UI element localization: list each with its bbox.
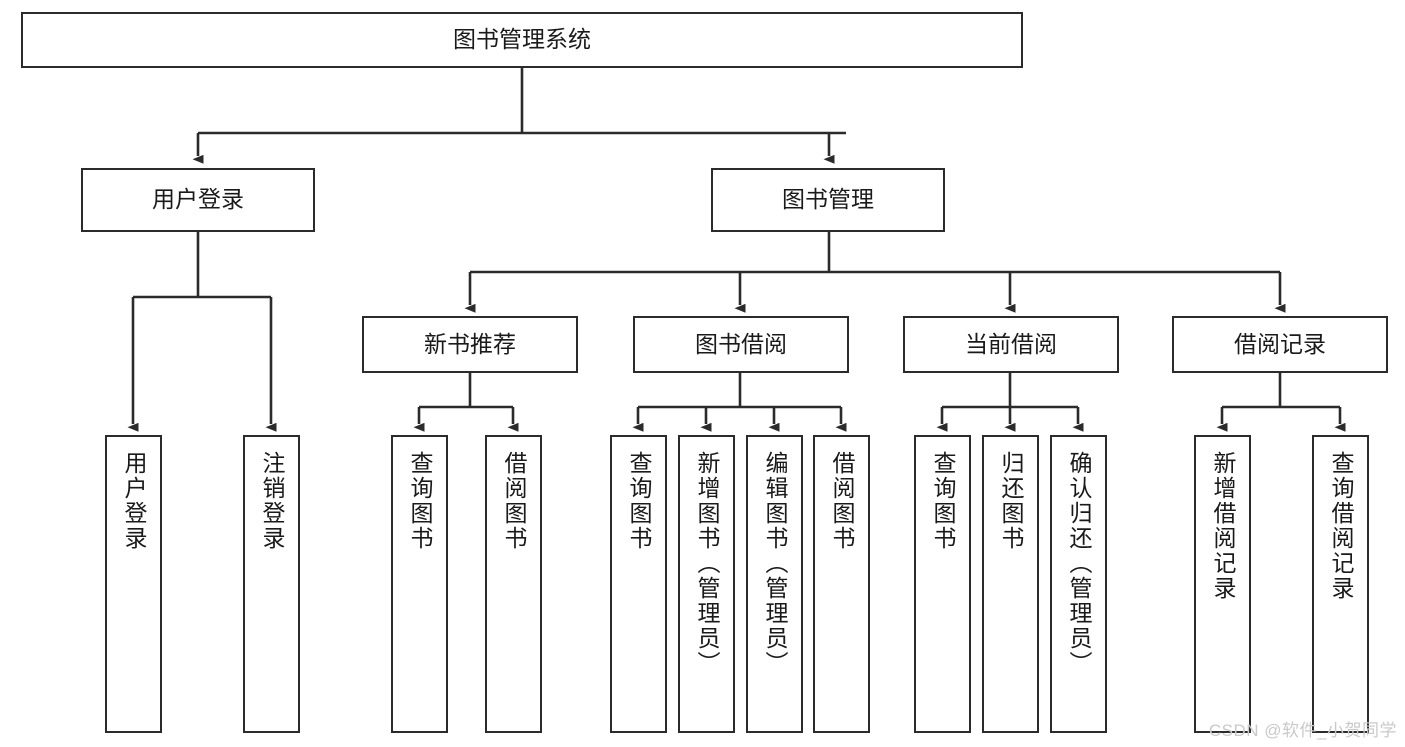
node-label: 新增借阅记录 <box>1210 451 1236 601</box>
node-label: 新增图书（管理员） <box>694 451 720 676</box>
leaf-current-borrow-query[interactable]: 查询图书 <box>914 435 971 733</box>
node-label: 查询图书 <box>626 451 652 551</box>
node-root-book-management-system[interactable]: 图书管理系统 <box>21 12 1023 68</box>
node-label: 查询图书 <box>407 451 433 551</box>
node-current-borrow[interactable]: 当前借阅 <box>903 316 1119 373</box>
node-label: 用户登录 <box>121 451 147 551</box>
node-label: 用户登录 <box>152 186 244 213</box>
node-label: 注销登录 <box>259 451 285 551</box>
node-label: 借阅图书 <box>829 451 855 551</box>
node-label: 确认归还（管理员） <box>1066 451 1092 676</box>
node-label: 编辑图书（管理员） <box>762 451 788 676</box>
node-label: 图书管理 <box>782 186 874 213</box>
leaf-user-login-signin[interactable]: 用户登录 <box>105 435 162 733</box>
node-label: 归还图书 <box>998 451 1024 551</box>
node-label: 当前借阅 <box>965 330 1057 357</box>
leaf-book-borrow-lend[interactable]: 借阅图书 <box>813 435 870 733</box>
node-label: 新书推荐 <box>424 330 516 357</box>
node-label: 查询借阅记录 <box>1328 451 1354 601</box>
node-label: 借阅记录 <box>1234 330 1326 357</box>
leaf-user-login-signout[interactable]: 注销登录 <box>243 435 300 733</box>
node-book-borrow[interactable]: 图书借阅 <box>633 316 849 373</box>
node-borrow-record[interactable]: 借阅记录 <box>1172 316 1388 373</box>
leaf-book-borrow-edit[interactable]: 编辑图书（管理员） <box>746 435 803 733</box>
leaf-borrow-record-add[interactable]: 新增借阅记录 <box>1194 435 1251 733</box>
leaf-current-borrow-return[interactable]: 归还图书 <box>982 435 1039 733</box>
node-label: 查询图书 <box>930 451 956 551</box>
leaf-borrow-record-query[interactable]: 查询借阅记录 <box>1312 435 1369 733</box>
leaf-book-borrow-query[interactable]: 查询图书 <box>610 435 667 733</box>
node-label: 借阅图书 <box>501 451 527 551</box>
node-user-login[interactable]: 用户登录 <box>81 168 315 232</box>
watermark: CSDN @软件_小贺同学 <box>1208 721 1397 740</box>
node-label: 图书借阅 <box>695 330 787 357</box>
leaf-current-borrow-confirm-return[interactable]: 确认归还（管理员） <box>1050 435 1107 733</box>
node-new-book-recommend[interactable]: 新书推荐 <box>362 316 578 373</box>
leaf-book-borrow-add[interactable]: 新增图书（管理员） <box>678 435 735 733</box>
leaf-new-book-borrow[interactable]: 借阅图书 <box>485 435 542 733</box>
node-book-management[interactable]: 图书管理 <box>711 168 945 232</box>
node-label: 图书管理系统 <box>453 26 591 53</box>
leaf-new-book-query[interactable]: 查询图书 <box>391 435 448 733</box>
